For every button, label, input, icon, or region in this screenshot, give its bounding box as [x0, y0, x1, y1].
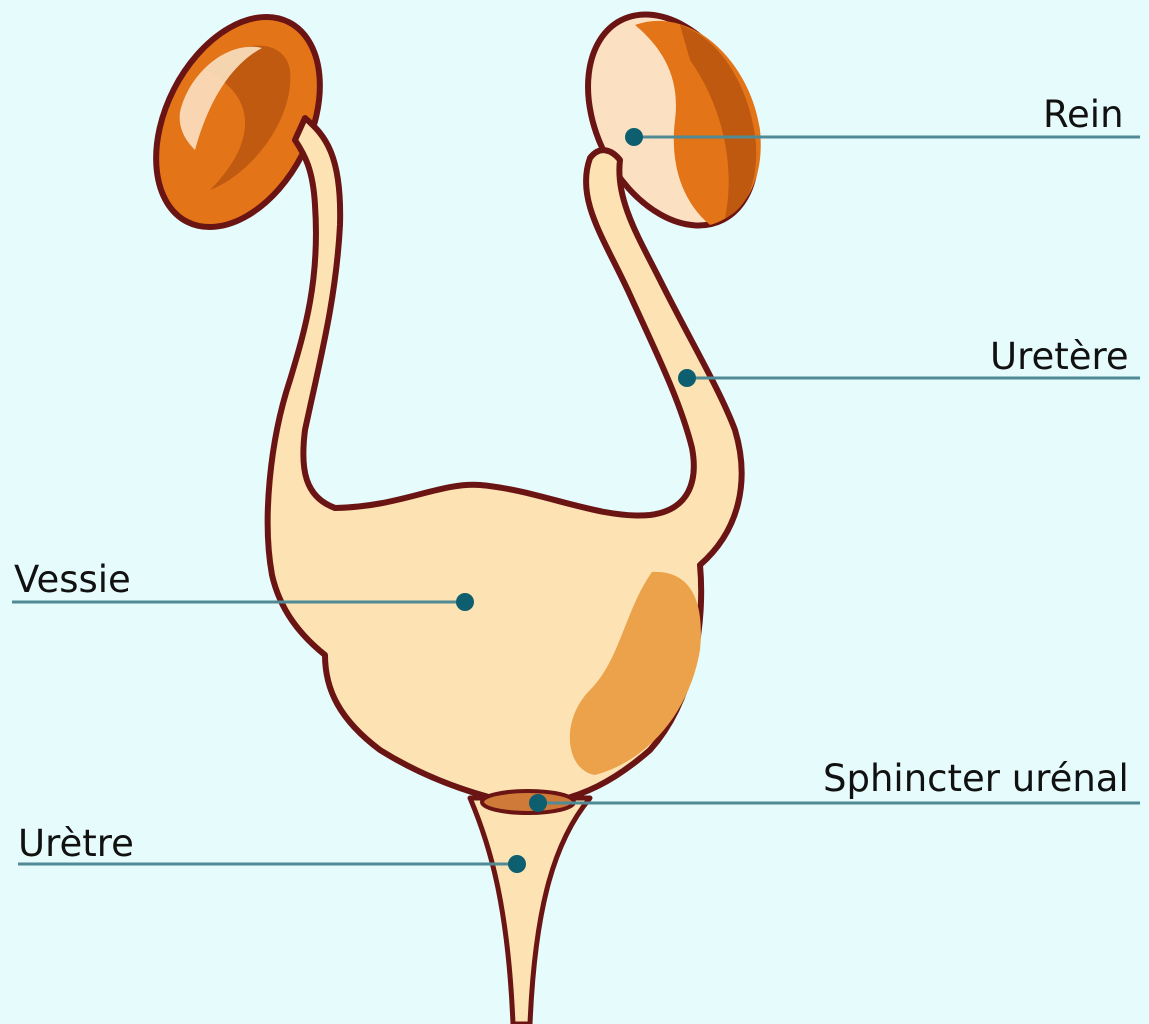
- marker-dot-uretere: [678, 369, 696, 387]
- urethra: [467, 795, 593, 1024]
- leader-lines: [12, 135, 1140, 866]
- marker-dot-uretre: [508, 855, 526, 873]
- bladder-and-ureters: [264, 115, 745, 803]
- marker-dot-sphincter: [529, 794, 547, 812]
- right-kidney: [585, 11, 761, 229]
- label-vessie: Vessie: [14, 558, 131, 601]
- label-uretere: Uretère: [990, 335, 1129, 378]
- label-uretre: Urètre: [18, 822, 134, 865]
- label-sphincter: Sphincter urénal: [823, 757, 1129, 800]
- marker-dot-rein: [625, 128, 643, 146]
- bladder-shade: [569, 571, 701, 775]
- marker-dots: [456, 128, 696, 873]
- label-rein: Rein: [1043, 93, 1124, 136]
- marker-dot-vessie: [456, 593, 474, 611]
